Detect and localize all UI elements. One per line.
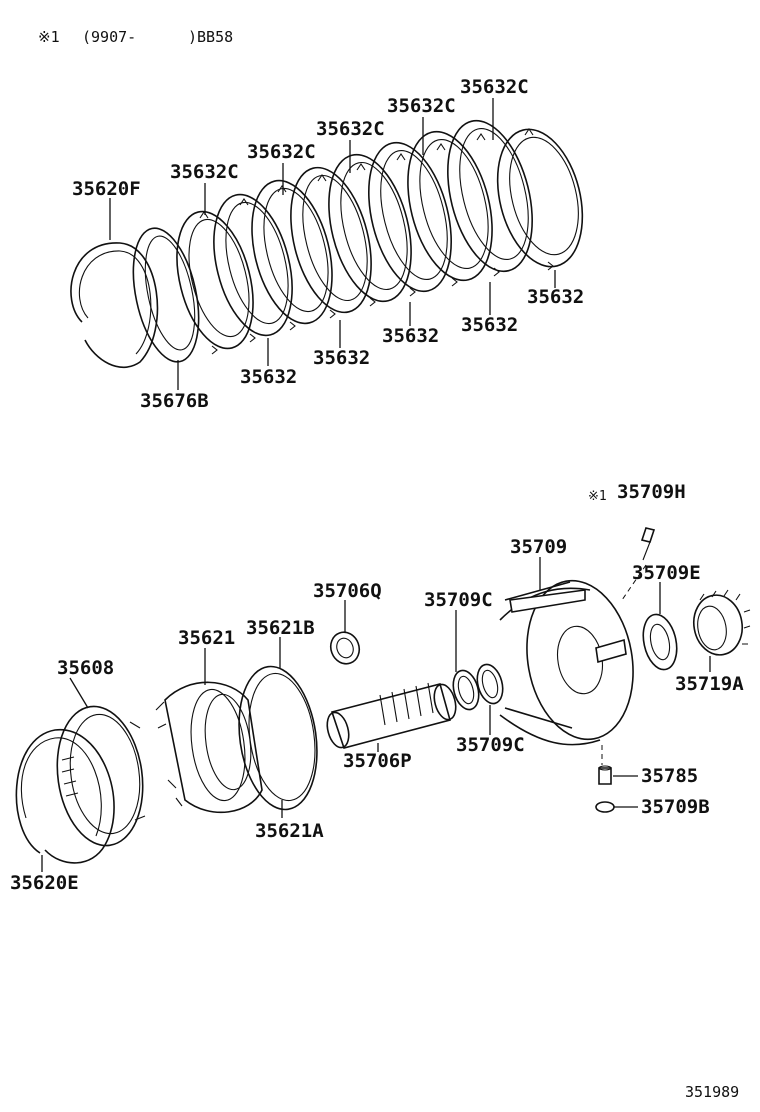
label-35620F: 35620F	[72, 178, 141, 200]
shaft-35706P	[326, 682, 457, 749]
label-35632-3: 35632	[382, 325, 439, 347]
clutch-pack-illustration	[70, 119, 584, 368]
header-code: )BB58	[188, 28, 233, 46]
label-35709H-marker: ※1	[588, 489, 607, 504]
label-35709C-top: 35709C	[424, 589, 493, 611]
washer-35709E	[642, 613, 678, 671]
plate-35676B	[132, 227, 200, 363]
label-35632C-2: 35632C	[247, 141, 316, 163]
diagram-code: 351989	[685, 1083, 739, 1101]
label-35620E: 35620E	[10, 872, 79, 894]
label-35632-2: 35632	[313, 347, 370, 369]
label-35632C-4: 35632C	[387, 95, 456, 117]
label-35632-5: 35632	[527, 286, 584, 308]
label-35719A: 35719A	[675, 673, 744, 695]
thrust-ring-35706Q	[329, 631, 361, 665]
label-35632-1: 35632	[240, 366, 297, 388]
label-35706P: 35706P	[343, 750, 412, 772]
hub-35621	[155, 681, 263, 814]
label-35706Q: 35706Q	[313, 580, 382, 602]
label-35709E: 35709E	[632, 562, 701, 584]
disc-stack	[176, 119, 584, 355]
label-35709: 35709	[510, 536, 567, 558]
clutch-drum-35608	[56, 705, 146, 847]
label-35621A: 35621A	[255, 820, 324, 842]
label-35709H: 35709H	[617, 481, 686, 503]
snap-ring-35620F	[70, 242, 159, 368]
header-marker: ※1	[38, 28, 60, 46]
gear-35719A	[692, 589, 751, 656]
label-35709B: 35709B	[641, 796, 710, 818]
seal-rings-35709C	[452, 663, 504, 711]
carrier-35709	[499, 579, 634, 746]
label-35785: 35785	[641, 765, 698, 787]
bolt-35709H	[640, 527, 656, 561]
label-35621B: 35621B	[246, 617, 315, 639]
label-35632C-3: 35632C	[316, 118, 385, 140]
top-leader-lines	[109, 98, 556, 390]
plate-35621B	[238, 665, 318, 811]
label-35632-4: 35632	[461, 314, 518, 336]
label-35632C-5: 35632C	[460, 76, 529, 98]
o-ring-35709B	[595, 801, 615, 813]
label-35709C-bottom: 35709C	[456, 734, 525, 756]
header-range: (9907-	[82, 28, 136, 46]
snap-ring-35620E	[15, 729, 115, 864]
bottom-leader-lines	[41, 557, 711, 872]
label-35621: 35621	[178, 627, 235, 649]
label-35676B: 35676B	[140, 390, 209, 412]
bolt-centerline	[621, 564, 647, 601]
pin-35785	[598, 765, 612, 785]
label-35632C-1: 35632C	[170, 161, 239, 183]
label-35608: 35608	[57, 657, 114, 679]
